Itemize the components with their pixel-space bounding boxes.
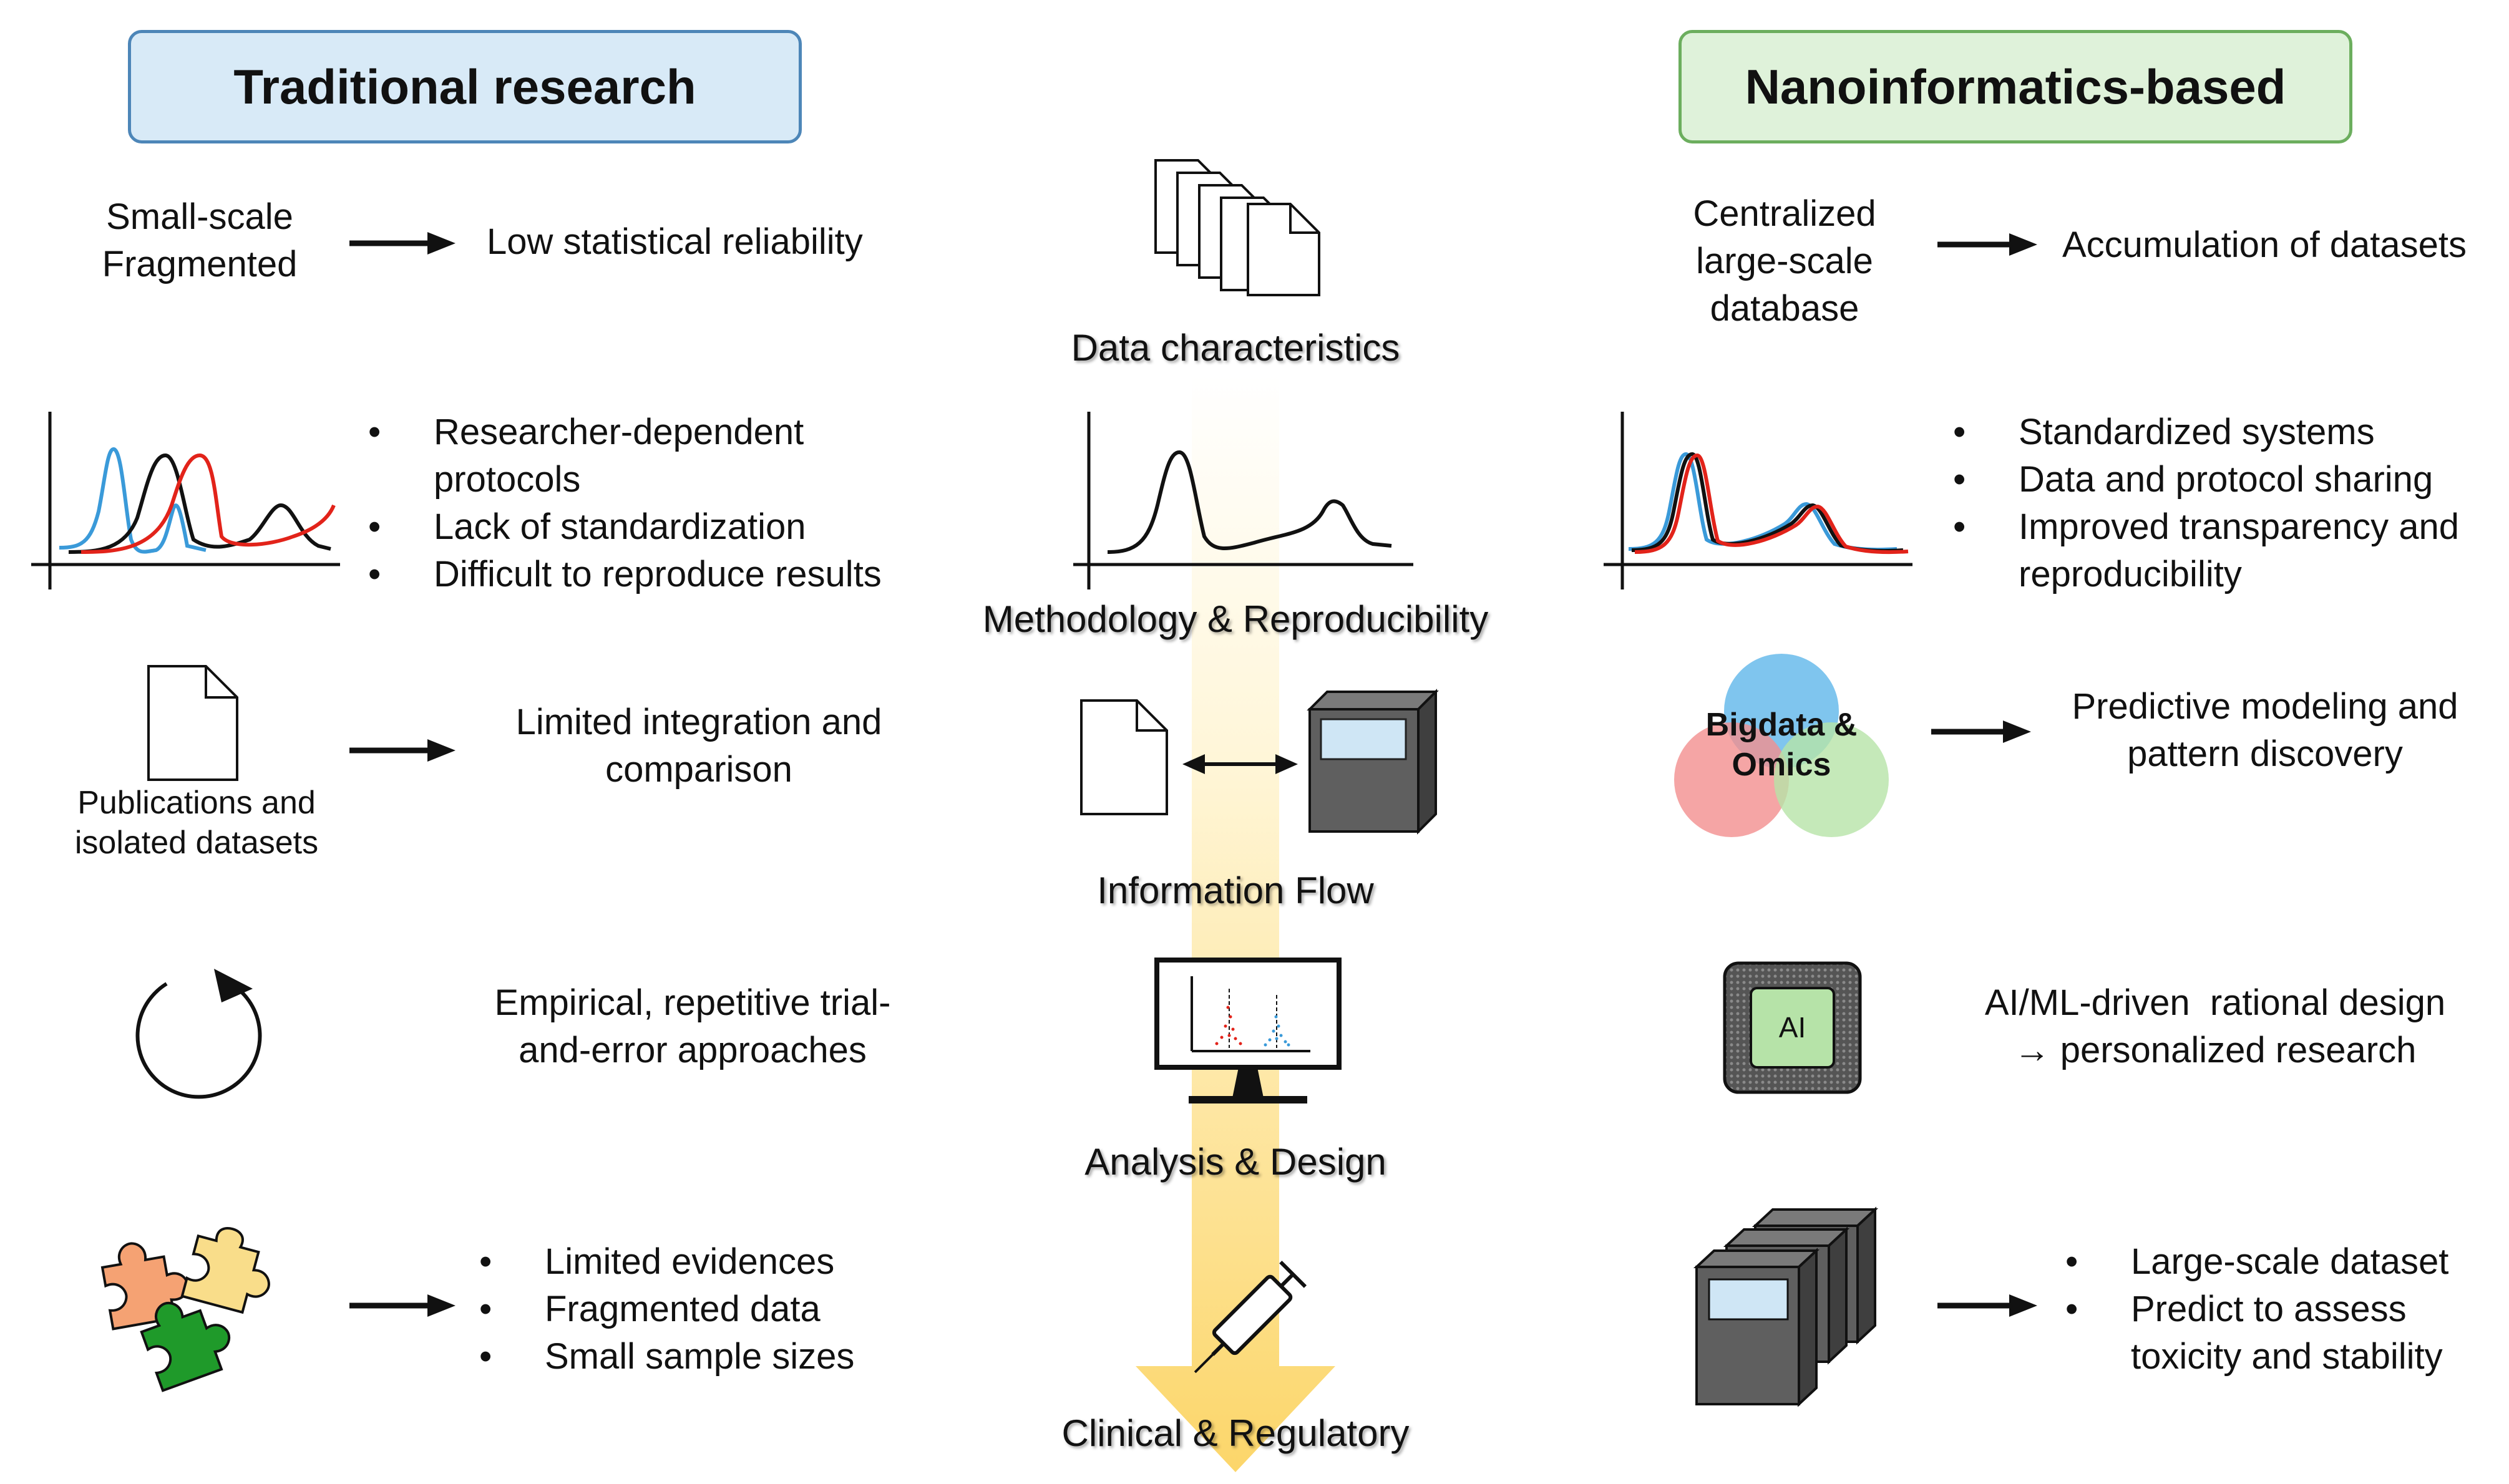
- nano-row1-result: Accumulation of datasets: [2062, 225, 2467, 265]
- trad-row5-bullet-2: Fragmented data: [479, 1286, 854, 1333]
- traditional-research-header: Traditional research: [128, 30, 802, 143]
- trad-row2-bullet-3: Difficult to reproduce results: [368, 551, 882, 598]
- document-stack-icon: [1154, 159, 1320, 296]
- ai-chip-label: AI: [1778, 1011, 1806, 1044]
- trad-row5-bullet-3: Small sample sizes: [479, 1333, 854, 1380]
- nano-row1-input-line2: large-scale: [1696, 241, 1873, 281]
- nano-row2-bullet-3-cont: reproducibility: [2019, 554, 2242, 594]
- nanoinformatics-header: Nanoinformatics-based: [1678, 30, 2352, 143]
- server-rack-icon: [1693, 1206, 1879, 1407]
- nano-row5-bullet-1: Large-scale dataset: [2065, 1238, 2448, 1286]
- trad-row1-arrow: [349, 232, 456, 255]
- monitor-chart-icon: [1154, 958, 1342, 1103]
- nano-aligned-curves-plot: [1604, 412, 1912, 589]
- nano-row1-input-line1: Centralized: [1693, 193, 1876, 234]
- nano-row4-result-line2: → personalized research: [2014, 1030, 2417, 1070]
- venn-label-line2: Omics: [1732, 747, 1831, 783]
- nano-row4-result-line1: AI/ML-driven rational design: [1984, 982, 2446, 1023]
- center-standard-curve-plot: [1073, 412, 1413, 589]
- syringe-icon: [1194, 1260, 1307, 1374]
- trad-row4-result-line1: Empirical, repetitive trial-: [494, 982, 891, 1023]
- nano-row3-result-line2: pattern discovery: [2127, 734, 2403, 774]
- trad-row2-bullet-1-cont: protocols: [434, 459, 581, 500]
- trad-row1-result: Low statistical reliability: [487, 221, 863, 262]
- trad-variable-curves-plot: [31, 412, 340, 589]
- trad-row4-result: Empirical, repetitive trial- and-error a…: [437, 979, 948, 1074]
- trad-row3-caption: Publications and isolated datasets: [44, 783, 349, 863]
- venn-label-line1: Bigdata &: [1705, 707, 1858, 743]
- document-icon: [147, 665, 238, 781]
- nano-row3-arrow: [1931, 720, 2031, 743]
- trad-row5-bullets: Limited evidences Fragmented data Small …: [479, 1238, 854, 1380]
- nano-row1-input: Centralized large-scale database: [1660, 190, 1909, 332]
- label-clinical-regulatory: Clinical & Regulatory: [1061, 1412, 1410, 1454]
- nano-row2-bullet-1: Standardized systems: [1953, 409, 2459, 456]
- trad-row2-bullets: Researcher-dependent protocols Lack of s…: [368, 409, 882, 598]
- trad-row4-result-line2: and-error approaches: [519, 1030, 867, 1070]
- refresh-cycle-icon: [135, 969, 262, 1099]
- double-arrow-icon: [1182, 754, 1298, 774]
- center-flow-arrow: [1136, 374, 1335, 1472]
- nano-row5-bullet-2-cont: toxicity and stability: [2131, 1336, 2443, 1377]
- label-data-characteristics: Data characteristics: [1071, 327, 1400, 369]
- trad-row1-input: Small-scale Fragmented: [75, 193, 324, 288]
- server-icon: [1307, 689, 1439, 835]
- nano-row5-arrow: [1937, 1294, 2037, 1317]
- trad-row3-result-line1: Limited integration and: [515, 702, 882, 742]
- traditional-research-header-text: Traditional research: [233, 59, 696, 114]
- bigdata-omics-venn-icon: [1674, 654, 1889, 837]
- trad-row5-arrow: [349, 1294, 456, 1317]
- nano-row1-input-line3: database: [1710, 288, 1859, 329]
- trad-row2-bullet-1: Researcher-dependent: [368, 409, 882, 456]
- nano-row5-bullets: Large-scale dataset Predict to assess to…: [2065, 1238, 2448, 1380]
- trad-row2-bullet-2: Lack of standardization: [368, 503, 882, 551]
- trad-row3-result: Limited integration and comparison: [474, 699, 923, 793]
- trad-row3-arrow: [349, 739, 456, 762]
- nano-row2-bullet-2: Data and protocol sharing: [1953, 456, 2459, 503]
- nano-row2-bullet-3: Improved transparency and: [1953, 503, 2459, 551]
- trad-row5-bullet-1: Limited evidences: [479, 1238, 854, 1286]
- label-information-flow: Information Flow: [1097, 870, 1374, 911]
- nanoinformatics-header-text: Nanoinformatics-based: [1745, 59, 2286, 114]
- nano-row3-result-line1: Predictive modeling and: [2072, 686, 2458, 727]
- trad-row1-input-line1: Small-scale: [106, 196, 293, 237]
- trad-row3-caption-line2: isolated datasets: [74, 825, 319, 861]
- puzzle-pieces-icon: [100, 1227, 270, 1392]
- nano-row4-result: AI/ML-driven rational design → personali…: [1941, 979, 2490, 1074]
- ai-chip-icon: [1723, 961, 1862, 1094]
- trad-row3-caption-line1: Publications and: [77, 785, 316, 821]
- nano-row3-result: Predictive modeling and pattern discover…: [2047, 683, 2483, 778]
- trad-row3-result-line2: comparison: [605, 749, 792, 790]
- label-analysis-design: Analysis & Design: [1084, 1141, 1386, 1183]
- document-icon-center: [1080, 699, 1168, 815]
- venn-label: Bigdata & Omics: [1672, 705, 1891, 785]
- nano-row1-arrow: [1937, 233, 2037, 256]
- label-methodology-reproducibility: Methodology & Reproducibility: [982, 598, 1489, 640]
- trad-row1-input-line2: Fragmented: [102, 244, 298, 284]
- nano-row5-bullet-2: Predict to assess: [2065, 1286, 2448, 1333]
- nano-row2-bullets: Standardized systems Data and protocol s…: [1953, 409, 2459, 598]
